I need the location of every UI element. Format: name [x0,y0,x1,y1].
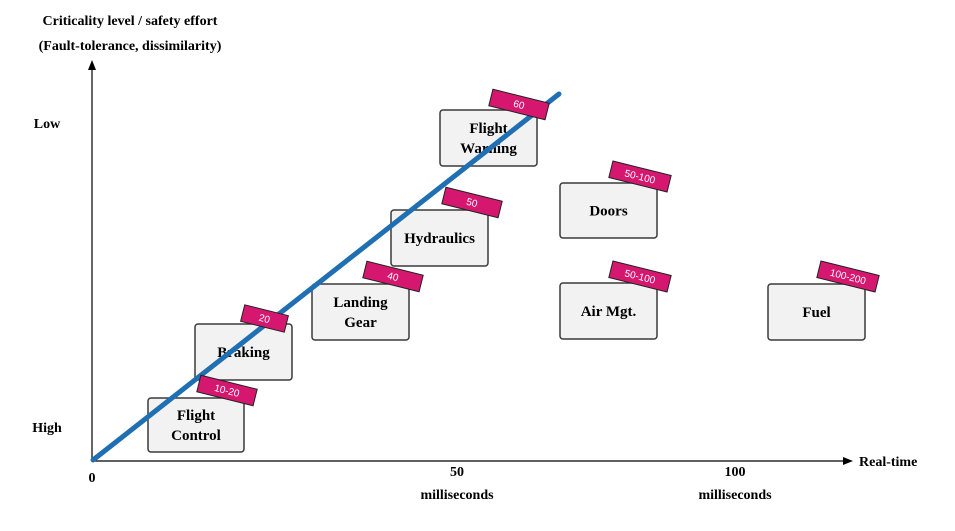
system-box-label-line1: Hydraulics [404,231,475,247]
system-box-fuel: Fuel [767,283,866,341]
system-box-frame [390,209,489,267]
x-tick-50-unit: milliseconds [420,488,494,503]
axes [88,60,853,465]
y-axis-arrow [88,60,96,70]
time-tag-flight-control: 10-20 [196,374,258,407]
system-box-label-line1: Air Mgt. [581,304,637,320]
x-tick-0: 0 [89,471,96,486]
time-tags: 10-20 20 40 50 60 50-100 50-100 100-200 [196,88,880,407]
y-tick-low: Low [34,117,61,132]
x-tick-50: 50 [450,465,464,480]
time-tag-flight-warning: 60 [488,88,550,121]
system-box-frame [559,182,658,239]
system-box-frame [147,397,245,453]
time-tag-bg [441,186,503,219]
time-tag-braking: 20 [240,304,289,333]
time-tag-hydraulics: 50 [441,186,503,219]
system-box-label-line1: Flight [469,121,507,137]
time-tag-label: 50 [465,197,479,210]
system-boxes: FlightControlBrakingLandingGearHydraulic… [147,109,866,453]
system-box-label-line1: Flight [177,408,215,424]
system-box-label-line1: Landing [333,295,388,311]
time-tag-bg [362,260,424,293]
system-box-frame [439,109,538,167]
system-box-frame [194,323,293,381]
time-tag-bg [196,374,258,407]
time-tag-fuel: 100-200 [816,260,880,293]
system-box-frame [311,283,410,341]
system-box-frame [559,282,658,340]
time-tag-doors: 50-100 [608,160,672,193]
y-tick-high: High [32,421,62,436]
time-tag-bg [240,304,289,333]
x-axis-title: Real-time [859,455,917,470]
time-tag-label: 60 [512,99,526,112]
system-box-air-mgt: Air Mgt. [559,282,658,340]
system-box-label-line1: Fuel [802,305,830,321]
system-box-label-line1: Doors [589,204,627,220]
time-tag-bg [608,260,672,293]
system-box-label-line2: Gear [344,315,377,331]
x-tick-100: 100 [725,465,746,480]
time-tag-bg [816,260,880,293]
time-tag-bg [488,88,550,121]
system-box-hydraulics: Hydraulics [390,209,489,267]
time-tag-label: 20 [258,313,272,326]
trend-line [90,91,562,463]
system-box-frame [767,283,866,341]
y-axis-title-line2: (Fault-tolerance, dissimilarity) [39,39,222,54]
time-tag-bg [608,160,672,193]
time-tag-landing-gear: 40 [362,260,424,293]
x-axis-arrow [843,457,853,465]
y-axis-title-line1: Criticality level / safety effort [43,14,218,29]
system-box-label-line2: Control [171,428,221,444]
system-box-doors: Doors [559,182,658,239]
system-box-flight-warning: FlightWarning [439,109,538,167]
time-tag-label: 40 [386,271,400,284]
x-tick-100-unit: milliseconds [698,488,772,503]
time-tag-air-mgt: 50-100 [608,260,672,293]
